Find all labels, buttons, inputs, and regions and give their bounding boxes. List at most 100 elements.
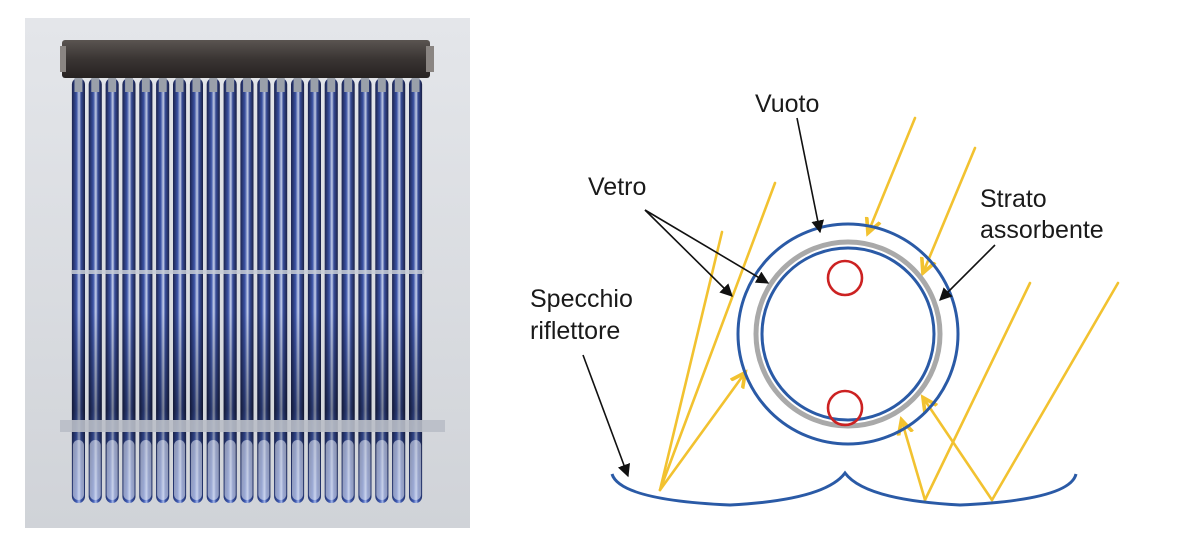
vacuum-tube-tip [359, 440, 371, 500]
tube-connector [158, 76, 167, 92]
sunray-3-reflected [658, 377, 742, 492]
vacuum-tube-shading [392, 78, 406, 503]
sunray-2 [925, 146, 977, 268]
vacuum-tube-shading [375, 78, 389, 503]
label-specchio: Specchio [530, 285, 633, 313]
label-riflettore: riflettore [530, 317, 620, 345]
label-strato: Strato [980, 185, 1047, 213]
sunray-3-incoming [658, 181, 777, 492]
vacuum-tube-shading [189, 78, 203, 503]
vacuum-tube-tip [89, 440, 101, 500]
tube-connector [377, 76, 386, 92]
tube-connector [209, 76, 218, 92]
vacuum-tube-shading [122, 78, 136, 503]
vacuum-tube-shading [409, 78, 423, 503]
vacuum-tube-tip [174, 440, 186, 500]
label-assorbente: assorbente [980, 216, 1104, 244]
manifold-header [62, 40, 430, 78]
vacuum-tube-tip [190, 440, 202, 500]
tube-connector [91, 76, 100, 92]
manifold-cap-left [60, 46, 66, 72]
vacuum-tube-tip [308, 440, 320, 500]
tube-connector [327, 76, 336, 92]
vacuum-tube-shading [173, 78, 187, 503]
sunray-5-incoming [923, 281, 1032, 502]
pipe-bottom [826, 389, 864, 427]
vacuum-tube-tip [140, 440, 152, 500]
vacuum-tube-tip [342, 440, 354, 500]
vacuum-tube-shading [240, 78, 254, 503]
tube-connector [411, 76, 420, 92]
inner-glass-ring [760, 246, 936, 422]
vacuum-tube-shading [274, 78, 288, 503]
sunray-1 [870, 116, 917, 228]
absorber-layer-ring [753, 239, 943, 429]
tube-connector [310, 76, 319, 92]
vacuum-tube-tip [258, 440, 270, 500]
vacuum-tube-tip [410, 440, 422, 500]
vacuum-tube-shading [223, 78, 237, 503]
vacuum-tube-shading [358, 78, 372, 503]
tube-connector [361, 76, 369, 92]
support-rail-middle [72, 270, 424, 274]
vacuum-tube-shading [307, 78, 321, 503]
vacuum-tube-shading [139, 78, 153, 503]
vacuum-tube-shading [206, 78, 220, 503]
tube-connector [276, 76, 285, 92]
collector-photo [0, 0, 470, 555]
vacuum-tube-shading [341, 78, 355, 503]
tube-connector [141, 76, 150, 92]
tube-connector [74, 76, 83, 92]
vacuum-tube-tip [123, 440, 135, 500]
sunray-4-incoming [658, 230, 724, 492]
vacuum-tube-tip [106, 440, 118, 500]
leader-arrows [582, 117, 996, 478]
vacuum-tube-shading [88, 78, 102, 503]
vacuum-tube-tip [157, 440, 169, 500]
label-vetro: Vetro [588, 173, 646, 201]
sunray-5-reflected [903, 425, 927, 502]
vacuum-tube-shading [324, 78, 338, 503]
tube-connector [259, 76, 268, 92]
vacuum-tube-tip [224, 440, 236, 500]
vacuum-tube-shading [105, 78, 119, 503]
leader-vetro-outer [644, 209, 733, 297]
pipe-top [826, 259, 864, 297]
vacuum-tube-tip [376, 440, 388, 500]
tube-connector [226, 76, 235, 92]
leader-vetro-inner [644, 209, 770, 284]
tube-connector [394, 76, 403, 92]
vacuum-tube-tip [72, 440, 84, 500]
vacuum-tube-tip [241, 440, 253, 500]
vacuum-tube-shading [156, 78, 170, 503]
tube-connector [192, 76, 201, 92]
manifold-cap-right [426, 46, 434, 72]
leader-strato [939, 244, 996, 301]
tube-connector [344, 76, 353, 92]
sun-rays [658, 116, 1120, 502]
tube-connector [125, 76, 133, 92]
tube-connector [108, 76, 117, 92]
cross-section-diagram: Vuoto Vetro Strato assorbente Specchio r… [470, 0, 1200, 555]
vacuum-tube-shading [291, 78, 305, 503]
vacuum-tubes [71, 76, 423, 503]
vacuum-tube-tip [207, 440, 219, 500]
tube-connector [293, 76, 302, 92]
sunray-6-incoming [990, 281, 1120, 502]
collector-illustration [25, 18, 470, 528]
diagram-svg: Vuoto Vetro Strato assorbente Specchio r… [530, 90, 1120, 507]
vacuum-tube-tip [275, 440, 287, 500]
leader-specchio [582, 354, 630, 478]
vacuum-tube-tip [325, 440, 337, 500]
vacuum-tube-tip [292, 440, 304, 500]
vacuum-tube-shading [71, 78, 85, 503]
label-vuoto: Vuoto [755, 90, 819, 118]
support-rail-bottom [60, 420, 445, 432]
vacuum-tube-tip [393, 440, 405, 500]
reflector-mirror [610, 470, 1078, 507]
vacuum-tube-shading [257, 78, 271, 503]
tube-connector [243, 76, 251, 92]
outer-glass-ring [736, 222, 960, 446]
leader-vuoto [796, 117, 824, 234]
tube-connector [175, 76, 184, 92]
